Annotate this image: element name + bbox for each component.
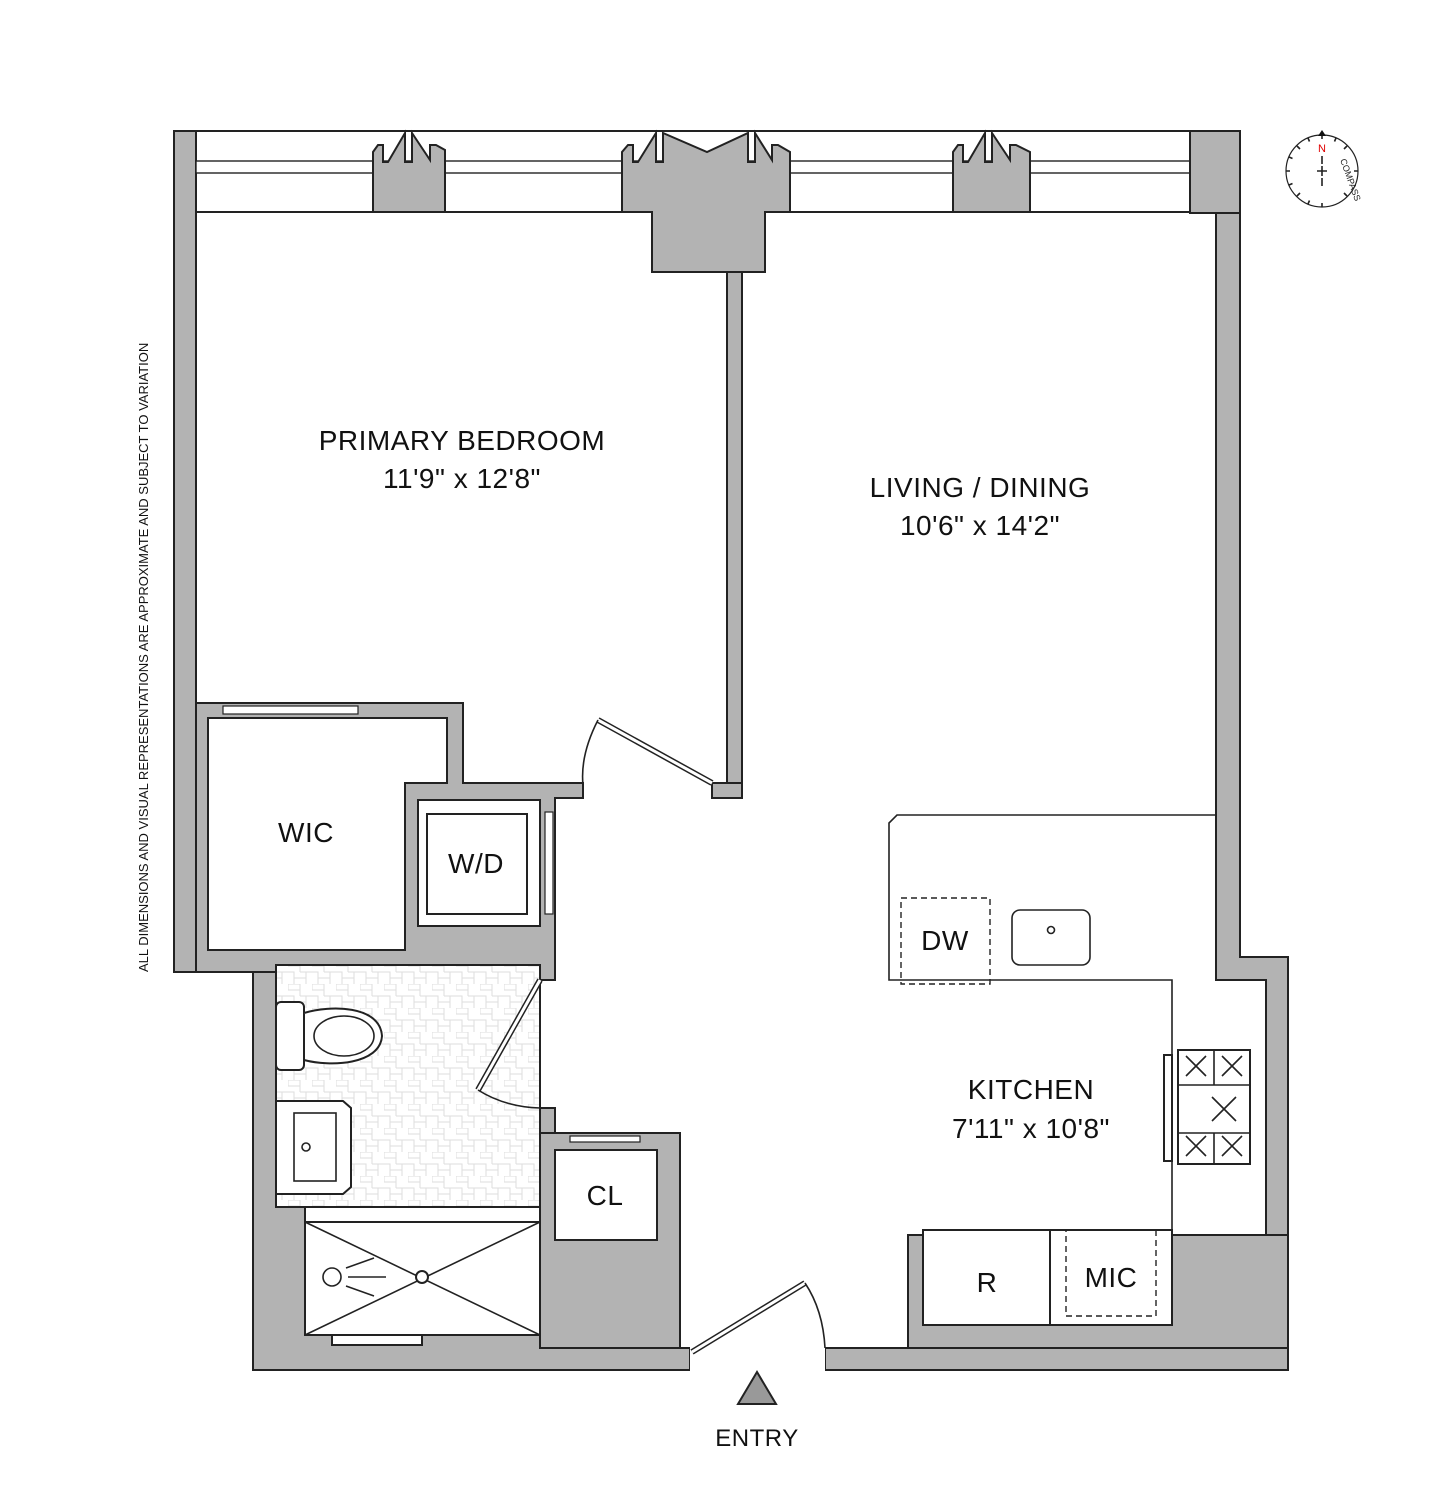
mic-label: MIC: [1085, 1262, 1138, 1293]
living-size: 10'6" x 14'2": [900, 510, 1060, 541]
closet: [554, 1149, 658, 1241]
burner-icon: [1178, 1050, 1250, 1164]
vanity: [275, 1100, 352, 1195]
bedroom-door-fill: [597, 718, 713, 785]
door-swing: [804, 1282, 826, 1349]
cl-label: CL: [587, 1180, 624, 1211]
door-swing: [477, 1089, 541, 1109]
entry-arrow-icon: [736, 1370, 778, 1405]
partition-wall: [711, 782, 743, 799]
kitchen-size: 7'11" x 10'8": [952, 1113, 1110, 1144]
r-label: R: [977, 1267, 998, 1298]
bedroom-name: PRIMARY BEDROOM: [319, 425, 606, 456]
bath-door-fill: [476, 979, 542, 1091]
window-pier: [621, 129, 791, 273]
range-front: [1163, 1054, 1173, 1162]
partition-wall: [726, 271, 743, 799]
kitchen-name: KITCHEN: [968, 1074, 1094, 1105]
corner-pier: [1189, 130, 1241, 214]
washer-dryer: [426, 813, 528, 915]
dishwasher: [900, 897, 991, 985]
entry-opening: [690, 1346, 825, 1372]
window-pier: [372, 129, 446, 213]
refrigerator: [922, 1229, 1051, 1326]
wic: [207, 717, 448, 951]
living-name: LIVING / DINING: [870, 472, 1091, 503]
shower-head-icon: [322, 1267, 342, 1287]
wd-door: [544, 811, 554, 915]
entry-door-fill: [691, 1281, 806, 1354]
disclaimer: ALL DIMENSIONS AND VISUAL REPRESENTATION…: [136, 343, 151, 972]
dw-label: DW: [921, 925, 969, 956]
toilet-bowl: [313, 1015, 375, 1057]
wic-label: WIC: [278, 817, 334, 848]
toilet-tank: [275, 1001, 305, 1071]
drain-icon: [301, 1142, 311, 1152]
kitchen-sink: [1011, 909, 1091, 966]
sink: [293, 1112, 337, 1182]
shower-drain-icon: [415, 1270, 429, 1284]
kitchen-counter: [888, 814, 1216, 1235]
shower-curb: [304, 1206, 541, 1223]
compass-icon: N COMPASS: [1285, 130, 1363, 208]
microwave: [1065, 1229, 1157, 1317]
drain-icon: [1046, 925, 1056, 935]
bedroom-size: 11'9" x 12'8": [383, 463, 541, 494]
door-swing: [581, 719, 599, 786]
wall: [539, 1107, 556, 1134]
window-pier: [952, 129, 1031, 213]
water-spray-icon: [345, 1257, 386, 1297]
entry-label: ENTRY: [715, 1425, 798, 1452]
compass-north: N: [1318, 143, 1326, 155]
shower-niche: [331, 1334, 423, 1346]
wd-label: W/D: [448, 848, 504, 879]
wic-door: [222, 705, 359, 715]
cl-door: [569, 1135, 641, 1143]
